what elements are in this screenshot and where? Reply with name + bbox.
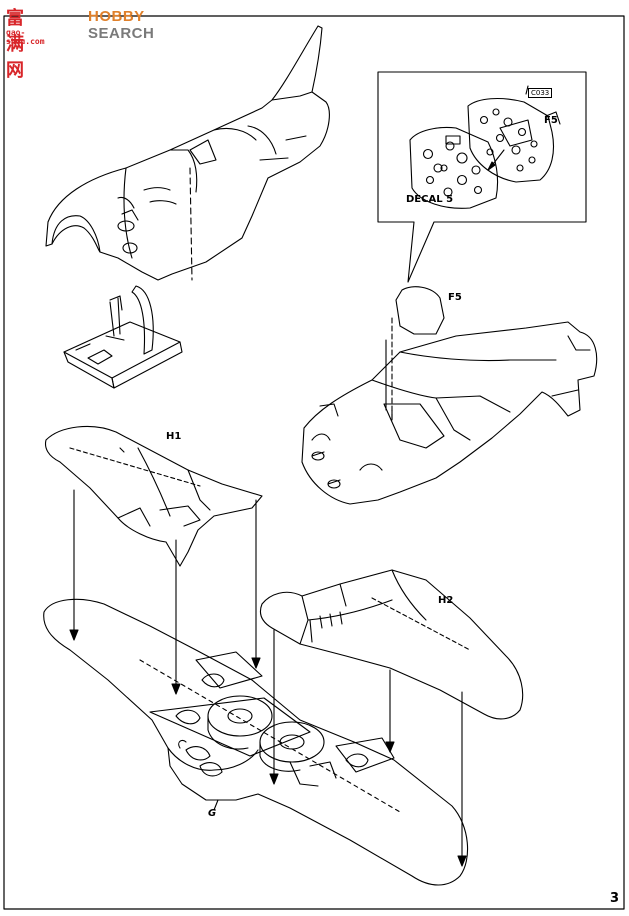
label-g: G	[208, 808, 217, 819]
fuselage-right-half	[301, 286, 598, 505]
label-h2: H2	[438, 595, 454, 606]
fuselage-left-half	[45, 25, 330, 281]
watermark-logo-cn: 富满网	[6, 8, 24, 81]
label-h1: H1	[166, 431, 182, 442]
page-number: 3	[609, 891, 619, 906]
watermark-logo-en: HOBBY SEARCH	[88, 8, 154, 42]
label-code: C033	[528, 88, 553, 98]
cockpit-floor-assembly	[63, 285, 183, 389]
lower-wing	[43, 598, 469, 886]
watermark-search: SEARCH	[88, 25, 155, 42]
label-decal: DECAL 5	[406, 194, 454, 205]
page-frame	[3, 15, 625, 910]
wing-h1	[44, 425, 263, 567]
wing-h2	[259, 569, 524, 720]
watermark-site: gao-shou.com	[6, 28, 45, 46]
watermark-hobby: HOBBY	[88, 8, 145, 25]
leader-g	[213, 799, 219, 811]
assembly-arrows	[69, 339, 467, 867]
instrument-panel-inset	[377, 71, 587, 283]
label-f5: F5	[448, 292, 462, 303]
label-f5-inset: F5	[544, 115, 558, 126]
